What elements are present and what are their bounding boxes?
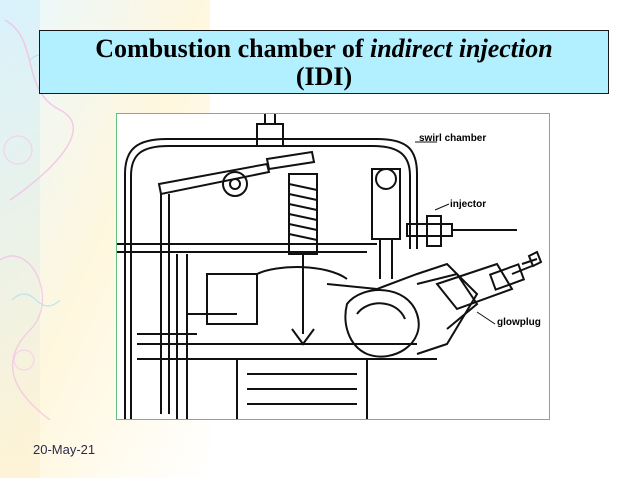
slide-title-box: Combustion chamber of indirect injection… xyxy=(39,30,609,94)
label-swirl-chamber: swirl chamber xyxy=(419,133,486,144)
title-italic-text: indirect injection xyxy=(369,34,553,63)
label-injector: injector xyxy=(450,199,486,210)
label-glowplug: glowplug xyxy=(497,317,541,328)
title-line-2: (IDI) xyxy=(295,62,353,91)
title-line-1: Combustion chamber of indirect injection xyxy=(40,35,608,63)
slide-date: 20-May-21 xyxy=(33,442,96,457)
engine-cross-section-diagram: swirl chamber injector glowplug xyxy=(117,114,543,419)
title-text: Combustion chamber of xyxy=(95,34,370,63)
diagram-frame: swirl chamber injector glowplug xyxy=(116,113,550,420)
